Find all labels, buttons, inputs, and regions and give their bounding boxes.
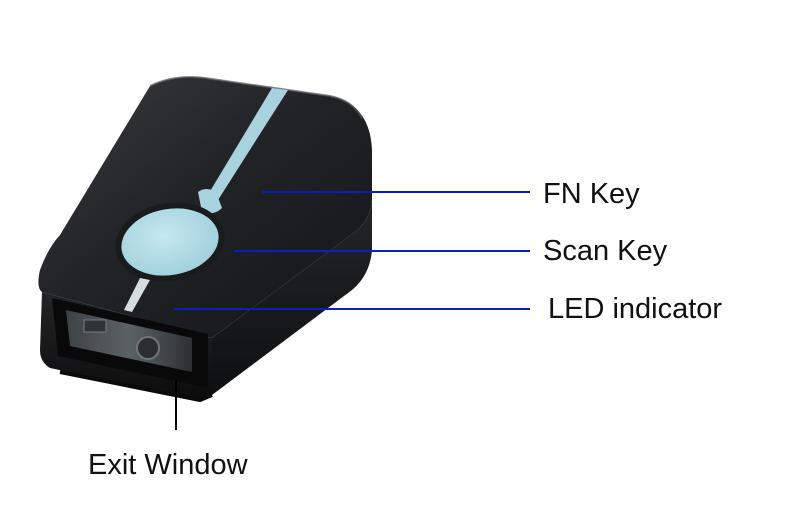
led-indicator-label: LED indicator xyxy=(548,293,723,325)
exit-window-label: Exit Window xyxy=(88,449,248,481)
scan-key-button xyxy=(115,202,225,282)
scanner-side-face xyxy=(212,150,372,395)
lens-icon xyxy=(136,336,160,360)
sensor-icon xyxy=(83,319,107,333)
led-indicator-light xyxy=(124,278,150,312)
fn-key-icon xyxy=(198,189,222,214)
accent-strip xyxy=(206,88,288,200)
scanner-bottom-edge xyxy=(59,370,213,403)
fn-key-label: FN Key xyxy=(543,178,640,210)
scanner-edge-highlight xyxy=(149,76,363,119)
scan-key-label: Scan Key xyxy=(543,235,668,267)
